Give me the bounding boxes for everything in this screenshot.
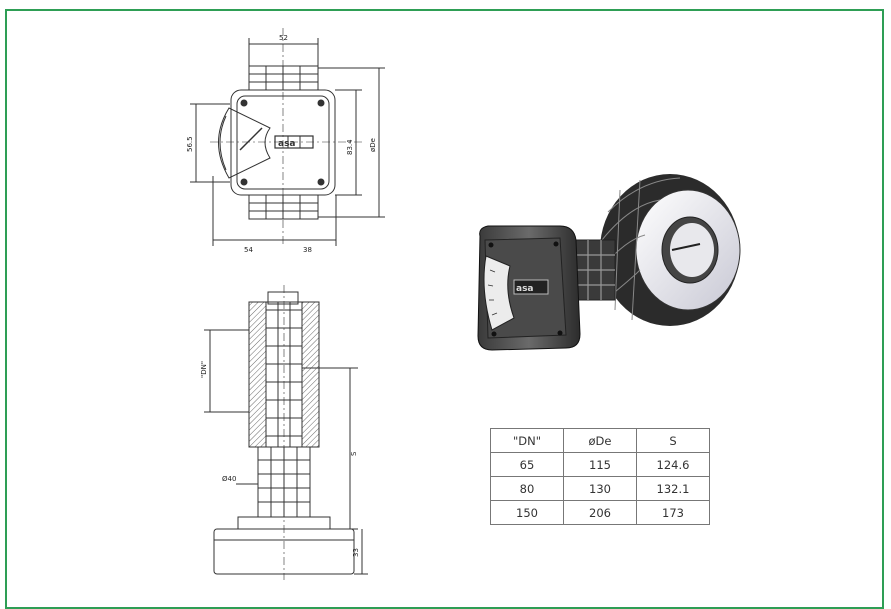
dim-s: S	[350, 451, 358, 456]
top-view	[190, 28, 385, 246]
table-row: 65 115 124.6	[490, 452, 710, 477]
table-row: 80 130 132.1	[490, 476, 710, 501]
table-header-cell: øDe	[563, 428, 637, 453]
brand-logo-top: asa	[278, 139, 296, 149]
table-cell: 173	[636, 500, 710, 525]
table-cell: 150	[490, 500, 564, 525]
table-cell: 65	[490, 452, 564, 477]
table-cell: 206	[563, 500, 637, 525]
side-view	[204, 285, 368, 580]
table-header-cell: "DN"	[490, 428, 564, 453]
table-row: 150 206 173	[490, 500, 710, 525]
dim-top-width: 52	[279, 34, 288, 42]
dimension-table: "DN" øDe S 65 115 124.6 80 130 132.1 150…	[490, 428, 710, 525]
dim-outer-dia: øDe	[369, 138, 377, 152]
table-cell: 115	[563, 452, 637, 477]
dim-dn: "DN"	[200, 361, 208, 378]
brand-logo-3d: asa	[516, 284, 534, 294]
table-cell: 124.6	[636, 452, 710, 477]
dim-base: 33	[352, 548, 360, 557]
table-cell: 80	[490, 476, 564, 501]
table-header-row: "DN" øDe S	[490, 428, 710, 453]
dim-left-half: 54	[244, 246, 253, 254]
dim-right-half: 38	[303, 246, 312, 254]
table-cell: 130	[563, 476, 637, 501]
dim-left-height: 56.5	[186, 136, 194, 152]
dim-right-height: 83.4	[346, 139, 354, 155]
dim-phi40: Ø40	[222, 475, 236, 483]
technical-drawing: 52 54 38 56.5 83.4 øDe	[186, 28, 741, 580]
table-header-cell: S	[636, 428, 710, 453]
drawing-frame	[5, 9, 884, 609]
product-3d-render	[477, 174, 741, 351]
table-cell: 132.1	[636, 476, 710, 501]
